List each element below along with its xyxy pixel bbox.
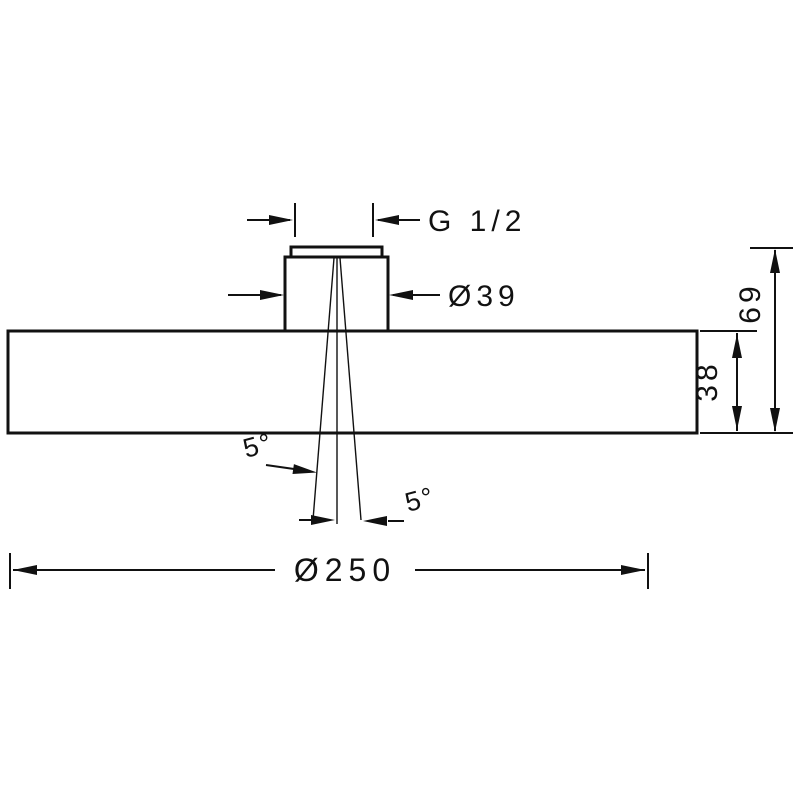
arrow-left-icon xyxy=(375,215,399,225)
spray-angle-left-leader xyxy=(265,464,295,470)
spray-angle-right-label: 5° xyxy=(402,481,439,518)
arrow-left-icon xyxy=(13,565,37,575)
arrow-up-icon xyxy=(770,249,780,273)
arrow-right-icon xyxy=(292,464,317,474)
thread-size-label: G 1/2 xyxy=(428,205,526,238)
arrow-up-icon xyxy=(732,334,742,358)
arrow-right-icon xyxy=(621,565,645,575)
overall-height-label: 69 xyxy=(734,282,767,323)
arrow-left-icon xyxy=(363,516,387,526)
arrow-right-icon xyxy=(269,215,293,225)
spray-line-left xyxy=(312,257,335,521)
arrow-right-icon xyxy=(260,290,284,300)
spray-line-right xyxy=(339,257,362,521)
arrow-down-icon xyxy=(770,408,780,432)
plate-diameter-label: Ø250 xyxy=(294,552,396,588)
arrow-left-icon xyxy=(389,290,413,300)
plate-height-label: 38 xyxy=(691,360,724,401)
connector-diameter-label: Ø39 xyxy=(448,280,520,313)
arrow-right-icon xyxy=(311,515,335,525)
arrow-down-icon xyxy=(732,406,742,430)
